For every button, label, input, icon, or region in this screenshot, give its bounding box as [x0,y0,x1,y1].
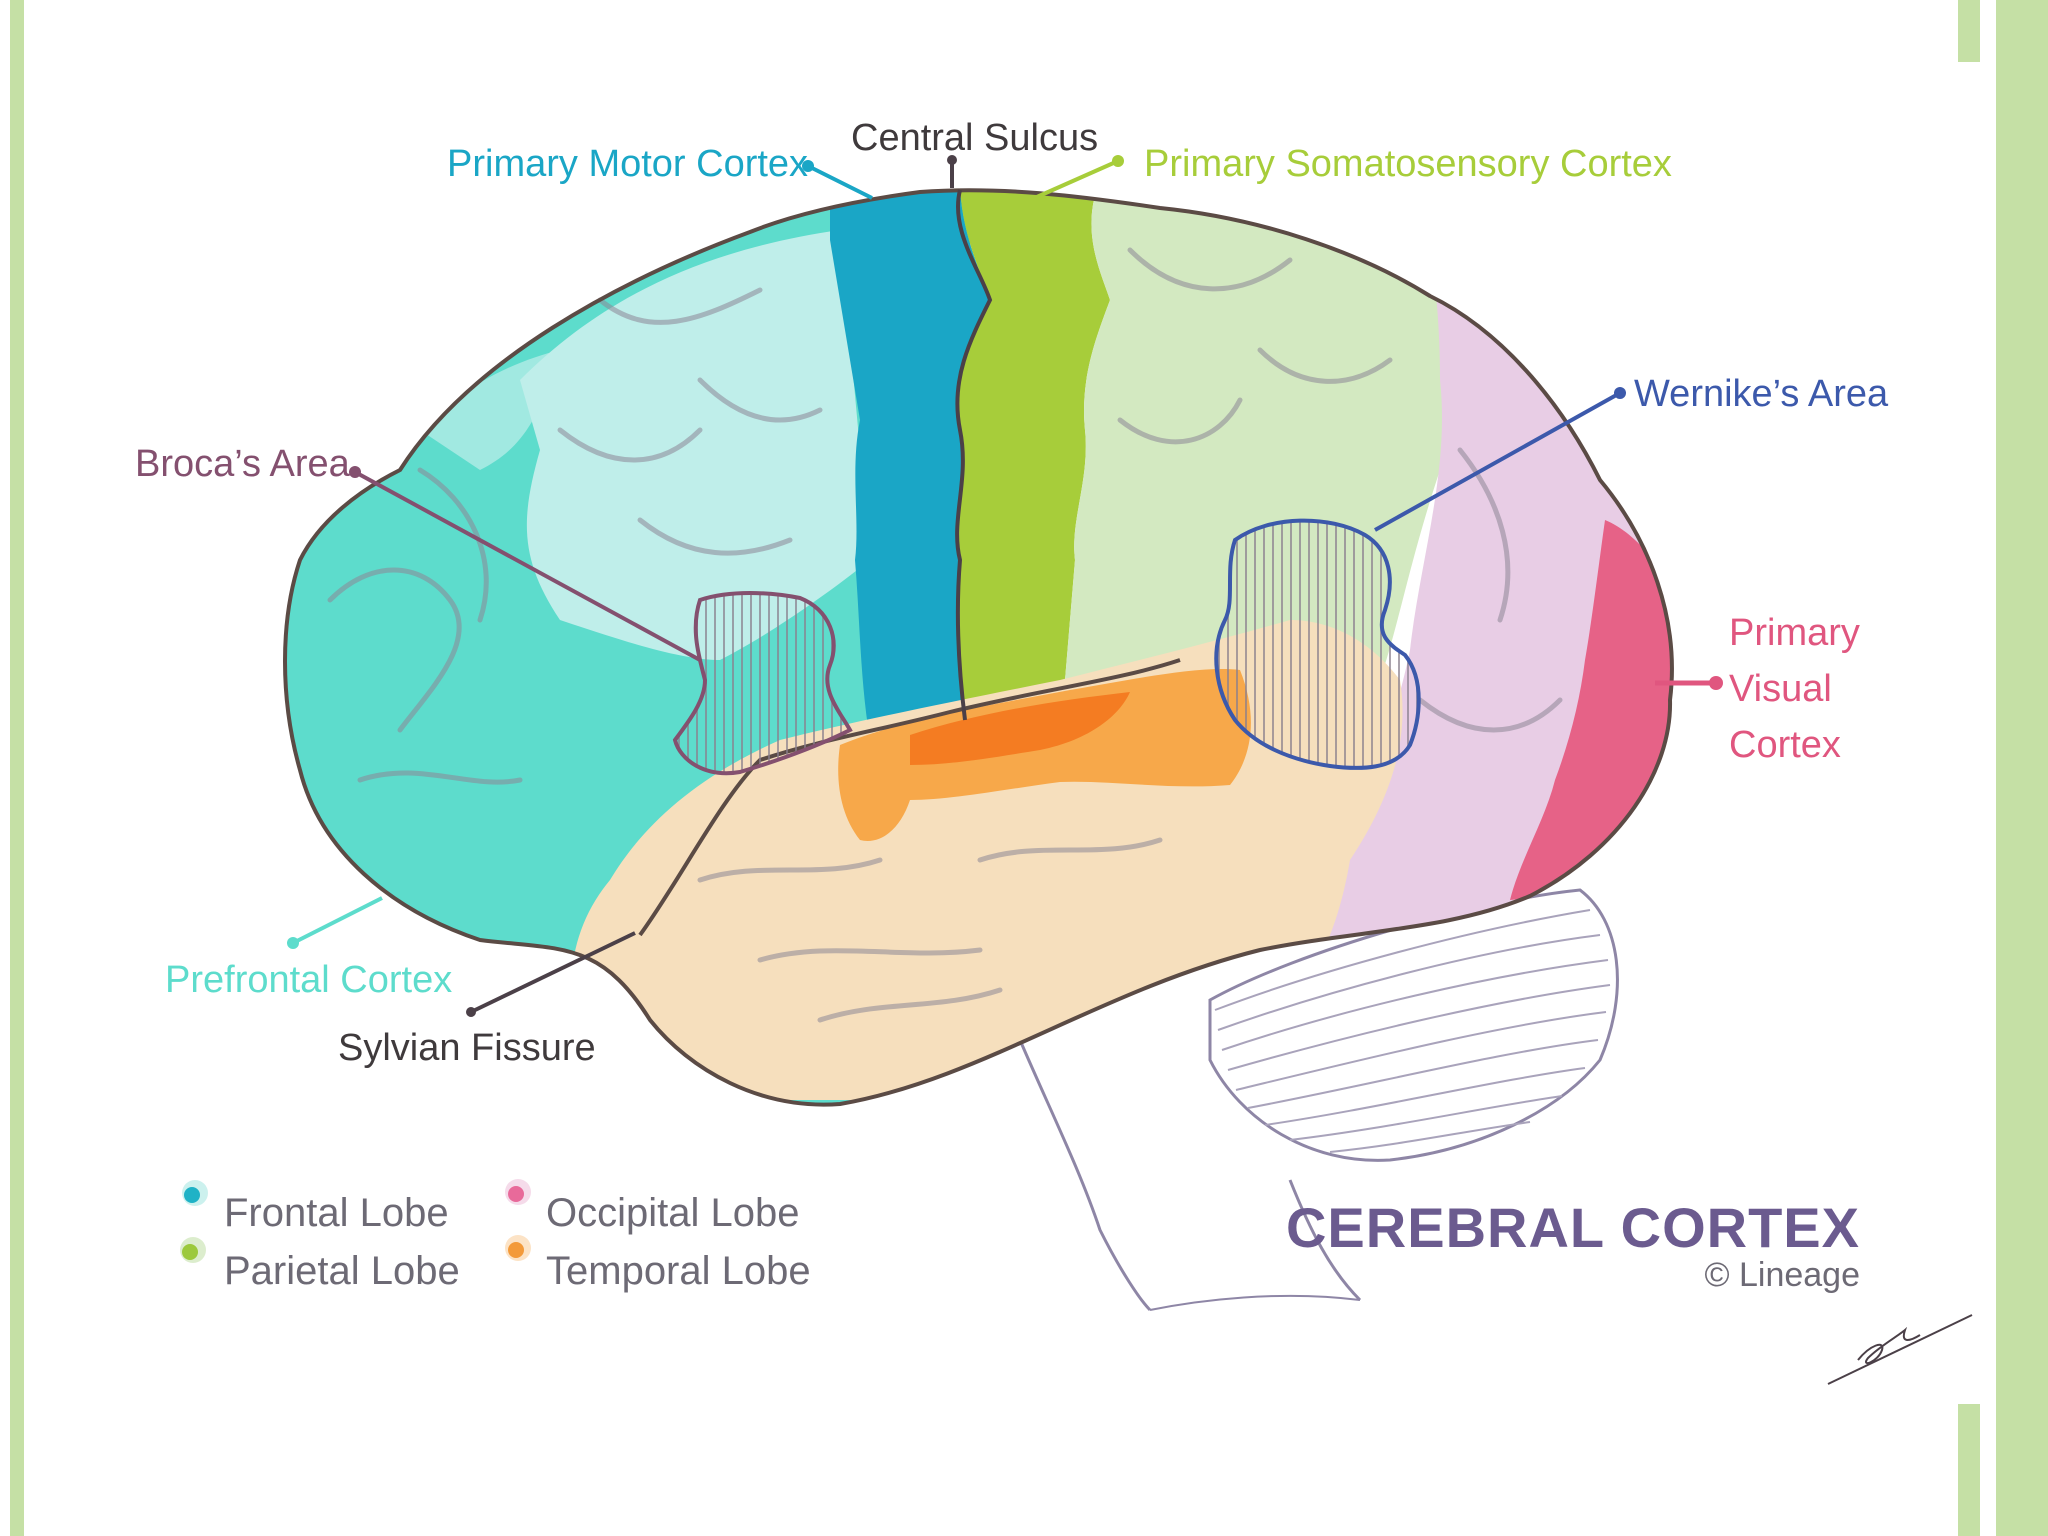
label-wernikes-area: Wernike’s Area [1634,373,1889,415]
label-primary-motor-cortex: Primary Motor Cortex [447,143,808,185]
brain-outline [283,188,1674,1107]
slide-frame-left [10,0,24,1536]
leader-lines [287,155,1723,1017]
legend-swatch-parietal [182,1244,198,1260]
signature-mark [1827,1314,1973,1385]
label-brocas-area: Broca’s Area [135,443,351,485]
legend-label-occipital: Occipital Lobe [546,1191,799,1235]
slide-frame-right-bottom-notch [1958,1404,1980,1536]
label-primary-visual-cortex-line1: Primary [1729,612,1860,654]
diagram-title: CEREBRAL CORTEX [1286,1196,1860,1259]
gyri-texture [327,247,1563,1023]
sylvian-fissure-line [638,658,1181,937]
legend-label-temporal: Temporal Lobe [546,1249,811,1293]
brocas-area-region [672,591,853,776]
legend-swatch-temporal [508,1242,524,1258]
wernikes-area-region [1214,518,1421,770]
legend: Frontal Lobe Parietal Lobe Occipital Lob… [180,1179,811,1293]
label-primary-somatosensory-cortex: Primary Somatosensory Cortex [1144,143,1672,185]
temporal-auditory-accent [838,669,1251,841]
temporal-orange-core [910,692,1130,765]
legend-label-parietal: Parietal Lobe [224,1249,460,1293]
legend-swatch-occipital [508,1186,524,1202]
label-sylvian-fissure: Sylvian Fissure [338,1027,596,1069]
central-sulcus-line [955,189,993,721]
label-central-sulcus: Central Sulcus [851,117,1098,159]
legend-label-frontal: Frontal Lobe [224,1191,449,1235]
primary-somatosensory-cortex-region [957,190,1110,740]
label-primary-visual-cortex-line2: Visual [1729,668,1832,710]
slide-frame-right [1996,0,2048,1536]
label-primary-visual-cortex-line3: Cortex [1729,724,1841,766]
brainstem [1018,1039,1362,1312]
slide-frame-right-top-notch [1958,0,1980,62]
legend-swatch-frontal [184,1187,200,1203]
label-prefrontal-cortex: Prefrontal Cortex [165,959,452,1001]
credit-text: © Lineage [1704,1256,1860,1294]
primary-motor-cortex-region [830,190,990,740]
